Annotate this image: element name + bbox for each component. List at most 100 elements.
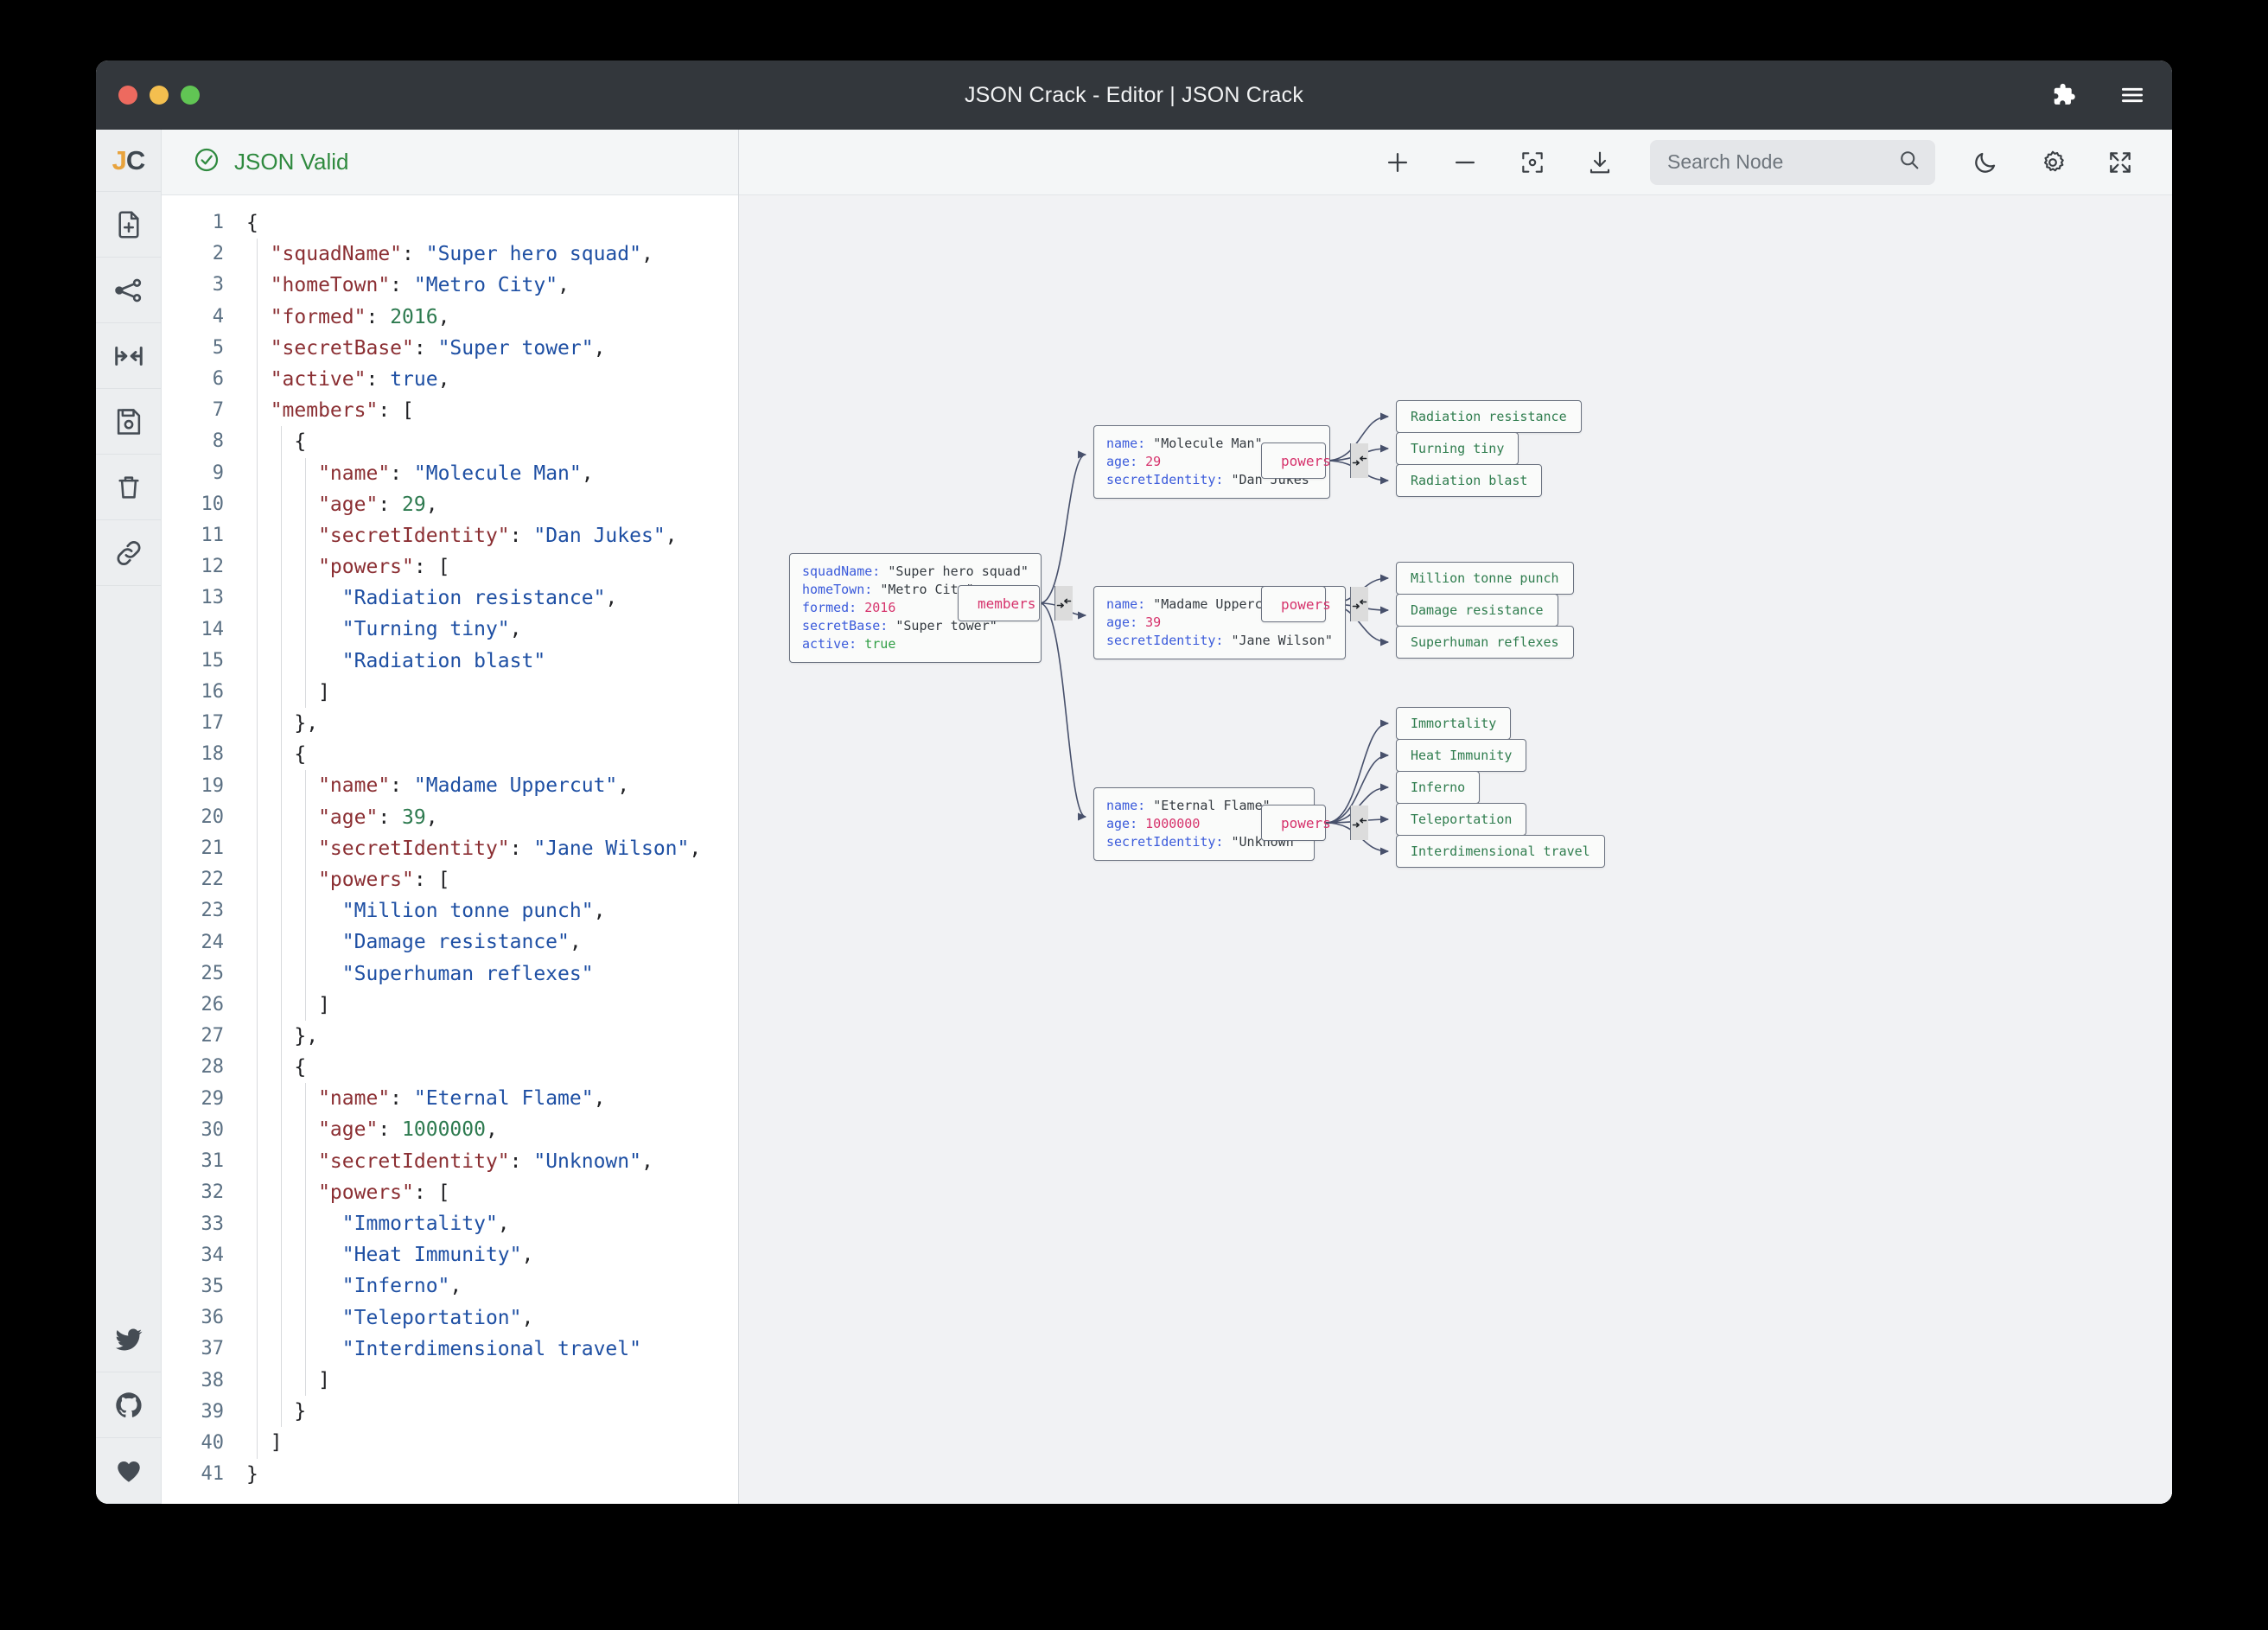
graph-node-powers[interactable]: powers: [1261, 805, 1368, 841]
search-node-box[interactable]: [1650, 139, 1935, 185]
code-line[interactable]: "Interdimensional travel": [246, 1333, 738, 1365]
code-line[interactable]: "age": 29,: [246, 488, 738, 520]
menu-icon[interactable]: [2115, 78, 2150, 112]
code-line[interactable]: ]: [246, 1364, 738, 1397]
code-token: "secretBase": [246, 336, 414, 360]
center-view-icon[interactable]: [1515, 145, 1550, 180]
code-line[interactable]: "powers": [: [246, 863, 738, 896]
code-line[interactable]: {: [246, 1052, 738, 1084]
code-line[interactable]: },: [246, 708, 738, 740]
zoom-out-icon[interactable]: [1448, 145, 1482, 180]
graph-node-leaf[interactable]: Heat Immunity: [1396, 739, 1527, 772]
line-number: 36: [201, 1307, 225, 1329]
sidebar-item-link[interactable]: [96, 520, 162, 586]
code-line[interactable]: "Inferno",: [246, 1270, 738, 1302]
code-line[interactable]: "age": 1000000,: [246, 1114, 738, 1146]
sidebar-item-save[interactable]: [96, 389, 162, 455]
code-line[interactable]: "squadName": "Super hero squad",: [246, 239, 738, 271]
sidebar-item-twitter[interactable]: [96, 1307, 162, 1372]
graph-node-powers[interactable]: powers: [1261, 586, 1368, 622]
code-line[interactable]: }: [246, 1396, 738, 1428]
code-line[interactable]: "name": "Madame Uppercut",: [246, 770, 738, 802]
collapse-arrows-icon[interactable]: [1349, 805, 1368, 840]
search-icon[interactable]: [1897, 148, 1921, 176]
code-line[interactable]: "Turning tiny",: [246, 614, 738, 646]
sidebar-item-delete[interactable]: [96, 455, 162, 520]
extensions-icon[interactable]: [2046, 78, 2080, 112]
graph-canvas[interactable]: squadName: "Super hero squad"homeTown: "…: [739, 195, 2172, 1504]
graph-node-leaf[interactable]: Radiation blast: [1396, 464, 1543, 497]
code-line[interactable]: ]: [246, 989, 738, 1021]
zoom-button[interactable]: [181, 86, 200, 105]
collapse-arrows-icon[interactable]: [1054, 586, 1073, 621]
code-line[interactable]: "active": true,: [246, 363, 738, 396]
code-token: "homeTown": [246, 274, 391, 297]
code-line[interactable]: "secretIdentity": "Dan Jukes",: [246, 519, 738, 552]
sidebar-item-sponsor[interactable]: [96, 1438, 162, 1504]
app-logo[interactable]: JC: [96, 130, 162, 192]
code-line[interactable]: "Radiation blast": [246, 645, 738, 677]
collapse-arrows-icon[interactable]: [1349, 587, 1368, 621]
code-line[interactable]: "powers": [: [246, 551, 738, 583]
gear-icon[interactable]: [2035, 145, 2070, 180]
collapse-arrows-icon[interactable]: [1349, 443, 1368, 478]
code-line[interactable]: "Radiation resistance",: [246, 583, 738, 614]
code-content[interactable]: { "squadName": "Super hero squad", "home…: [238, 195, 738, 1504]
graph-node-leaf[interactable]: Inferno: [1396, 771, 1481, 804]
sidebar-item-github[interactable]: [96, 1372, 162, 1438]
download-icon[interactable]: [1583, 145, 1617, 180]
code-line[interactable]: "powers": [: [246, 1176, 738, 1208]
code-line[interactable]: }: [246, 1459, 738, 1490]
indent-guide: [257, 1302, 258, 1334]
graph-node-leaf[interactable]: Immortality: [1396, 707, 1512, 740]
code-line[interactable]: {: [246, 207, 738, 239]
code-line[interactable]: "Teleportation",: [246, 1302, 738, 1334]
graph-node-leaf[interactable]: Turning tiny: [1396, 432, 1519, 465]
code-line[interactable]: "formed": 2016,: [246, 301, 738, 333]
search-input[interactable]: [1667, 150, 1889, 174]
code-token: "secretIdentity": [246, 524, 510, 547]
code-line[interactable]: {: [246, 739, 738, 771]
code-line[interactable]: "secretIdentity": "Jane Wilson",: [246, 832, 738, 864]
graph-node-leaf[interactable]: Interdimensional travel: [1396, 835, 1605, 868]
graph-node-leaf[interactable]: Teleportation: [1396, 803, 1527, 836]
code-line[interactable]: "Superhuman reflexes": [246, 958, 738, 990]
graph-node-powers[interactable]: powers: [1261, 443, 1368, 479]
indent-guide: [305, 1364, 306, 1397]
code-line[interactable]: {: [246, 426, 738, 458]
moon-icon[interactable]: [1968, 145, 2003, 180]
graph-node-leaf[interactable]: Damage resistance: [1396, 594, 1558, 627]
code-line[interactable]: "name": "Molecule Man",: [246, 457, 738, 489]
fullscreen-icon[interactable]: [2103, 145, 2137, 180]
code-line[interactable]: "homeTown": "Metro City",: [246, 270, 738, 302]
graph-node-leaf[interactable]: Million tonne punch: [1396, 562, 1574, 595]
code-line[interactable]: "secretIdentity": "Unknown",: [246, 1145, 738, 1177]
code-line[interactable]: },: [246, 1020, 738, 1053]
code-line[interactable]: "Damage resistance",: [246, 926, 738, 958]
indent-guide: [305, 1145, 306, 1177]
code-line[interactable]: ]: [246, 1427, 738, 1459]
graph-node-leaf[interactable]: Radiation resistance: [1396, 400, 1582, 433]
code-line[interactable]: "Million tonne punch",: [246, 895, 738, 927]
graph-node-leaf[interactable]: Superhuman reflexes: [1396, 626, 1574, 659]
indent-guide: [305, 989, 306, 1021]
code-line[interactable]: "age": 39,: [246, 801, 738, 833]
graph-node-members[interactable]: members: [958, 585, 1073, 621]
code-line[interactable]: ]: [246, 676, 738, 708]
code-line[interactable]: "Immortality",: [246, 1208, 738, 1240]
node-field-value: true: [864, 636, 896, 652]
sidebar-item-share-graph[interactable]: [96, 258, 162, 323]
indent-guide: [257, 1333, 258, 1365]
code-token: ,: [665, 524, 678, 547]
close-button[interactable]: [118, 86, 137, 105]
zoom-in-icon[interactable]: [1380, 145, 1415, 180]
code-line[interactable]: "members": [: [246, 395, 738, 427]
sidebar-item-collapse[interactable]: [96, 323, 162, 389]
code-token: [246, 1307, 342, 1329]
code-line[interactable]: "secretBase": "Super tower",: [246, 332, 738, 364]
minimize-button[interactable]: [150, 86, 169, 105]
code-line[interactable]: "name": "Eternal Flame",: [246, 1083, 738, 1115]
sidebar-item-new-file[interactable]: [96, 192, 162, 258]
code-line[interactable]: "Heat Immunity",: [246, 1239, 738, 1271]
